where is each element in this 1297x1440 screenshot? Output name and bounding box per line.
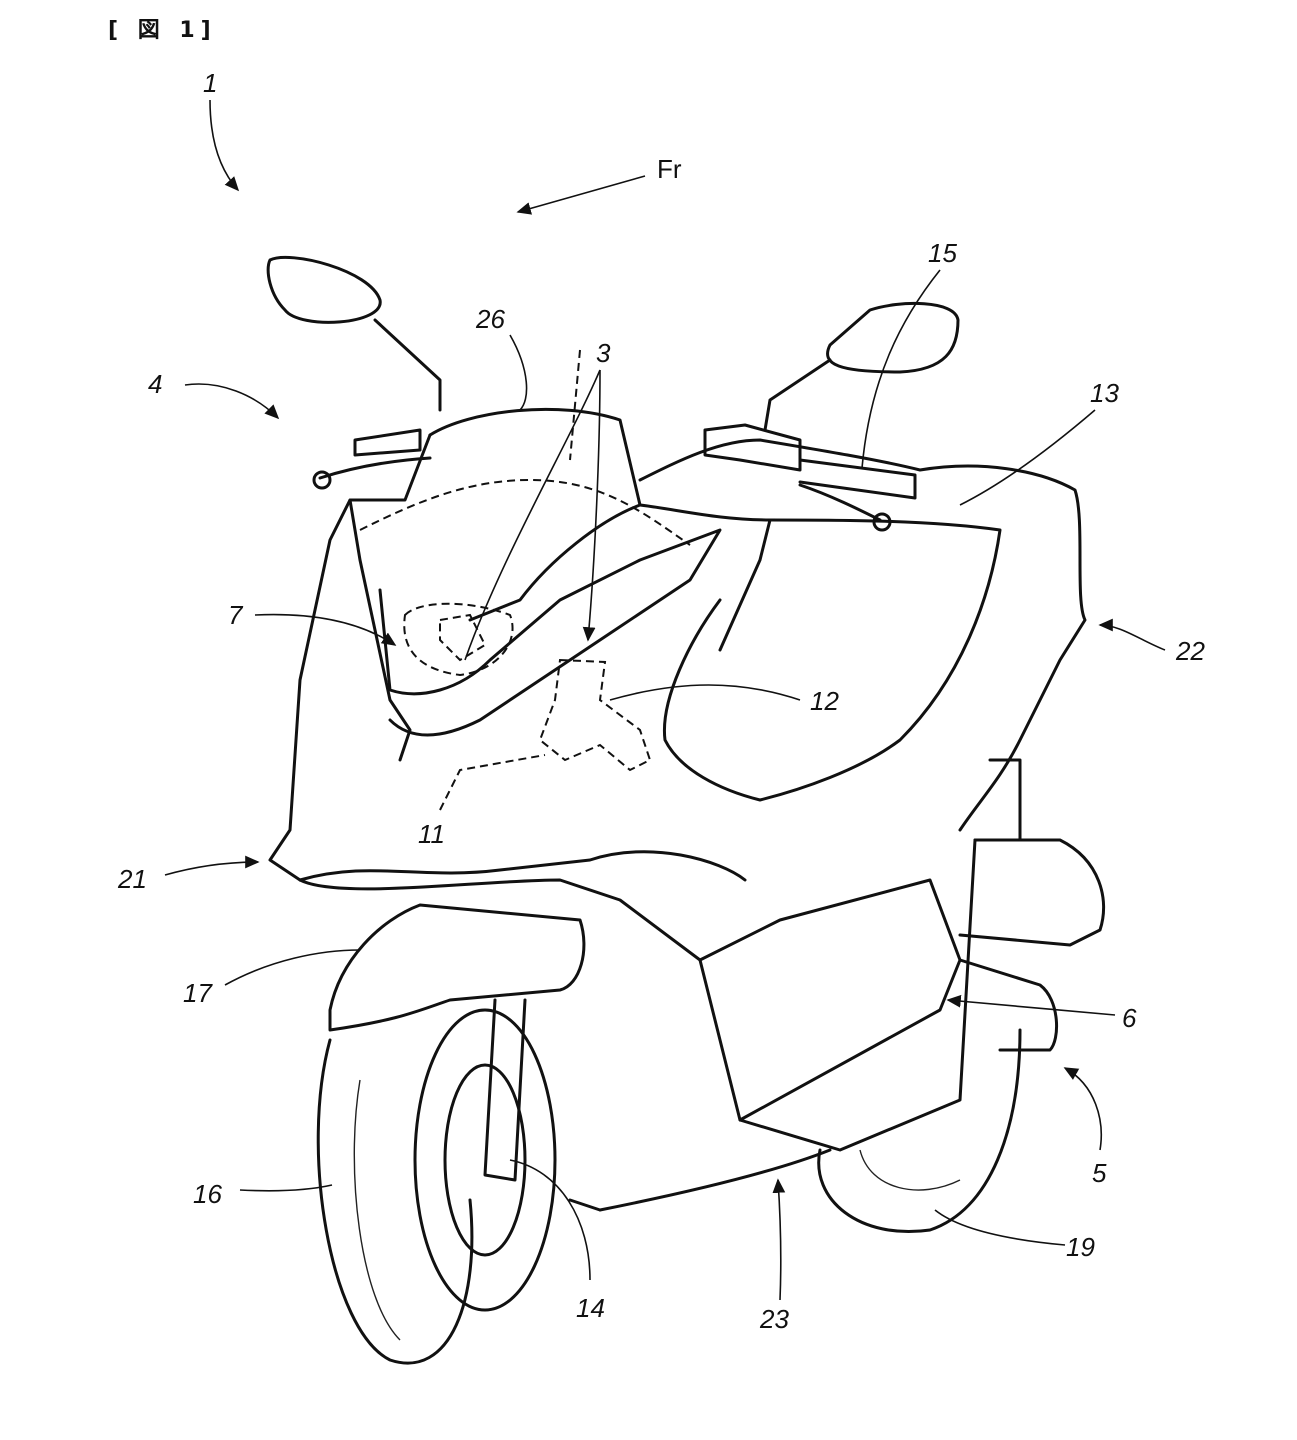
mirrors xyxy=(266,255,960,432)
ref-22: 22 xyxy=(1175,636,1205,666)
handlebars xyxy=(312,423,917,532)
leader-lines xyxy=(164,99,1166,1301)
ref-16: 16 xyxy=(193,1179,222,1209)
ref-17: 17 xyxy=(183,978,213,1008)
figure-header: [ 図 1] xyxy=(108,18,217,43)
ref-14: 14 xyxy=(576,1293,605,1323)
rear-wheel xyxy=(817,1028,1022,1233)
ref-7: 7 xyxy=(228,600,244,630)
ref-11: 11 xyxy=(418,819,445,849)
ref-5: 5 xyxy=(1092,1158,1107,1188)
rear-body xyxy=(638,438,1106,1052)
ref-1: 1 xyxy=(203,68,217,98)
ref-15: 15 xyxy=(928,238,957,268)
front-wheel xyxy=(316,1008,557,1365)
front-fork xyxy=(483,998,527,1182)
ref-4: 4 xyxy=(148,369,162,399)
ref-19: 19 xyxy=(1066,1232,1095,1262)
hidden-parts xyxy=(359,349,691,811)
ref-26: 26 xyxy=(475,304,505,334)
ref-6: 6 xyxy=(1122,1003,1137,1033)
ref-3: 3 xyxy=(596,338,611,368)
direction-label-fr: Fr xyxy=(657,154,682,184)
ref-21: 21 xyxy=(117,864,147,894)
ref-13: 13 xyxy=(1090,378,1119,408)
front-fender xyxy=(328,903,586,1032)
ref-23: 23 xyxy=(759,1304,789,1334)
front-body xyxy=(268,407,977,1212)
ref-12: 12 xyxy=(810,686,839,716)
